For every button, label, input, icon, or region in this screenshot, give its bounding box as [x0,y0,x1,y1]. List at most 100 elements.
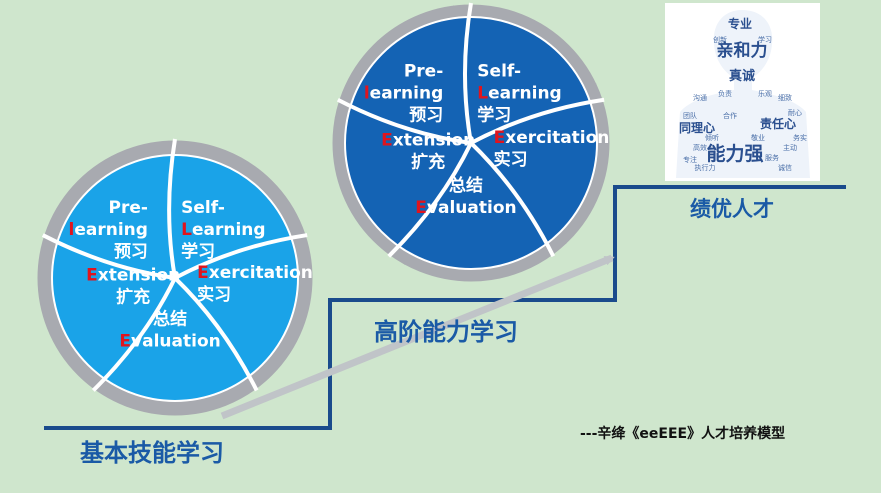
advanced-segment-4-line-2: Evaluation [415,198,516,218]
segment-text: earning [74,220,148,240]
advanced-segment-2-line-3: 学习 [477,105,511,126]
advanced-segment-2-line-1: Self- [477,62,521,82]
basic-segment-5-line-1: Extension [86,265,180,285]
advanced-ring-arrow [583,80,597,99]
advanced-segment-1-line-2: learning [364,84,443,104]
basic-segment-1-line-1: Pre- [109,198,148,218]
segment-text: 扩充 [116,286,150,307]
advanced-segment-1-line-1: Pre- [404,62,443,82]
cloud-word-small: 执行力 [695,163,716,172]
segment-text: xtension [393,131,475,151]
basic-divider [91,277,177,392]
basic-segment-3-line-2: 实习 [197,284,231,305]
advanced-divider [462,2,473,144]
segment-text: 总结 [153,309,187,330]
basic-segment-2-line-1: Self- [181,198,225,218]
basic-divider [41,233,176,280]
cloud-word-small: 细致 [778,93,792,102]
label-basic-skills: 基本技能学习 [80,439,224,467]
cloud-word-small: 学习 [758,35,772,44]
basic-segment-1-line-2: learning [69,220,148,240]
cloud-word-big: 亲和力 [717,40,768,61]
label-top-talent: 绩优人才 [690,197,774,221]
cloud-word-small: 合作 [723,111,737,120]
advanced-ring-arrow [395,252,414,265]
highlight-letter: E [381,131,393,151]
cloud-word-big: 责任心 [760,116,796,131]
basic-segment-2-line-3: 学习 [181,241,215,262]
segment-text: valuation [427,198,517,218]
segment-text: Pre- [109,198,148,218]
basic-segment-4-line-2: Evaluation [119,332,220,352]
word-cloud-image: 亲和力能力强真诚同理心责任心专业沟通细致团队耐心高效主动执行力诚信负责乐观创新学… [665,3,820,181]
basic-ring-arrow [254,367,270,382]
segment-text: xtension [98,265,180,285]
segment-text: 总结 [449,175,483,196]
segment-text: xercitation [505,128,609,148]
segment-text: xercitation [209,263,313,283]
cloud-word-big: 同理心 [679,121,715,135]
basic-segment-5-line-2: 扩充 [116,286,150,307]
highlight-letter: E [86,265,98,285]
segment-text: 预习 [409,106,443,126]
basic-ring-arrow [152,142,172,157]
basic-divider [174,233,308,280]
cloud-word-small: 耐心 [788,108,802,117]
basic-segment-2-line-2: Learning [181,220,265,240]
progress-arrow [220,254,615,420]
advanced-divider [336,97,472,145]
label-advanced-skills: 高阶能力学习 [374,318,518,346]
basic-divider [167,138,177,279]
cloud-word-small: 诚信 [778,163,792,172]
segment-text: earning [370,84,444,104]
advanced-segment-3-line-2: 实习 [494,149,528,170]
advanced-divider [470,97,605,145]
basic-ring-arrow [40,240,55,261]
basic-segment-3-line-1: Exercitation [197,263,313,283]
staircase-line [44,185,846,430]
cloud-word-small: 主动 [783,143,797,152]
advanced-segment-4-line-1: 总结 [449,175,483,196]
highlight-letter: L [477,84,488,104]
segment-text: 学习 [181,241,215,262]
basic-divider [173,276,259,392]
basic-segment-4-line-1: 总结 [153,309,187,330]
segment-text: 实习 [494,149,528,170]
segment-text: Self- [477,62,521,82]
advanced-ring-arrow [551,233,567,249]
cloud-word-small: 团队 [683,111,697,120]
highlight-letter: l [69,220,75,240]
cloud-word-big: 能力强 [706,142,763,165]
cloud-word-small: 敬业 [751,133,765,142]
highlight-letter: E [119,332,131,352]
highlight-letter: E [197,263,209,283]
basic-skills-wheel: Pre-learning预习Self-Learning学习Exercitatio… [37,138,313,416]
segment-text: 实习 [197,284,231,305]
cloud-word-small: 服务 [765,153,779,162]
segment-text: 扩充 [411,152,445,173]
highlight-letter: E [494,128,506,148]
cloud-word-small: 创新 [713,35,727,44]
cloud-word-small: 沟通 [693,93,707,102]
highlight-letter: E [415,198,427,218]
advanced-segment-1-line-3: 预习 [409,106,443,126]
cloud-word-small: 高效 [693,143,707,152]
advanced-skills-wheel: Pre-learning预习Self-Learning学习Exercitatio… [332,2,610,282]
segment-text: earning [488,84,562,104]
advanced-segment-3-line-1: Exercitation [494,128,610,148]
highlight-letter: l [364,84,370,104]
cloud-word-big: 专业 [728,16,752,31]
cloud-word-small: 负责 [718,89,732,98]
advanced-segment-2-line-2: Learning [477,84,561,104]
basic-ring-arrow [100,385,119,399]
advanced-segment-5-line-2: 扩充 [411,152,445,173]
basic-segment-1-line-3: 预习 [114,242,148,262]
basic-ring-arrow [285,216,299,235]
advanced-ring-arrow [334,105,349,125]
segment-text: 学习 [477,105,511,126]
advanced-ring-arrow [447,5,468,20]
advanced-segment-5-line-1: Extension [381,131,475,151]
cloud-word-small: 专注 [683,155,697,164]
segment-text: earning [192,220,266,240]
